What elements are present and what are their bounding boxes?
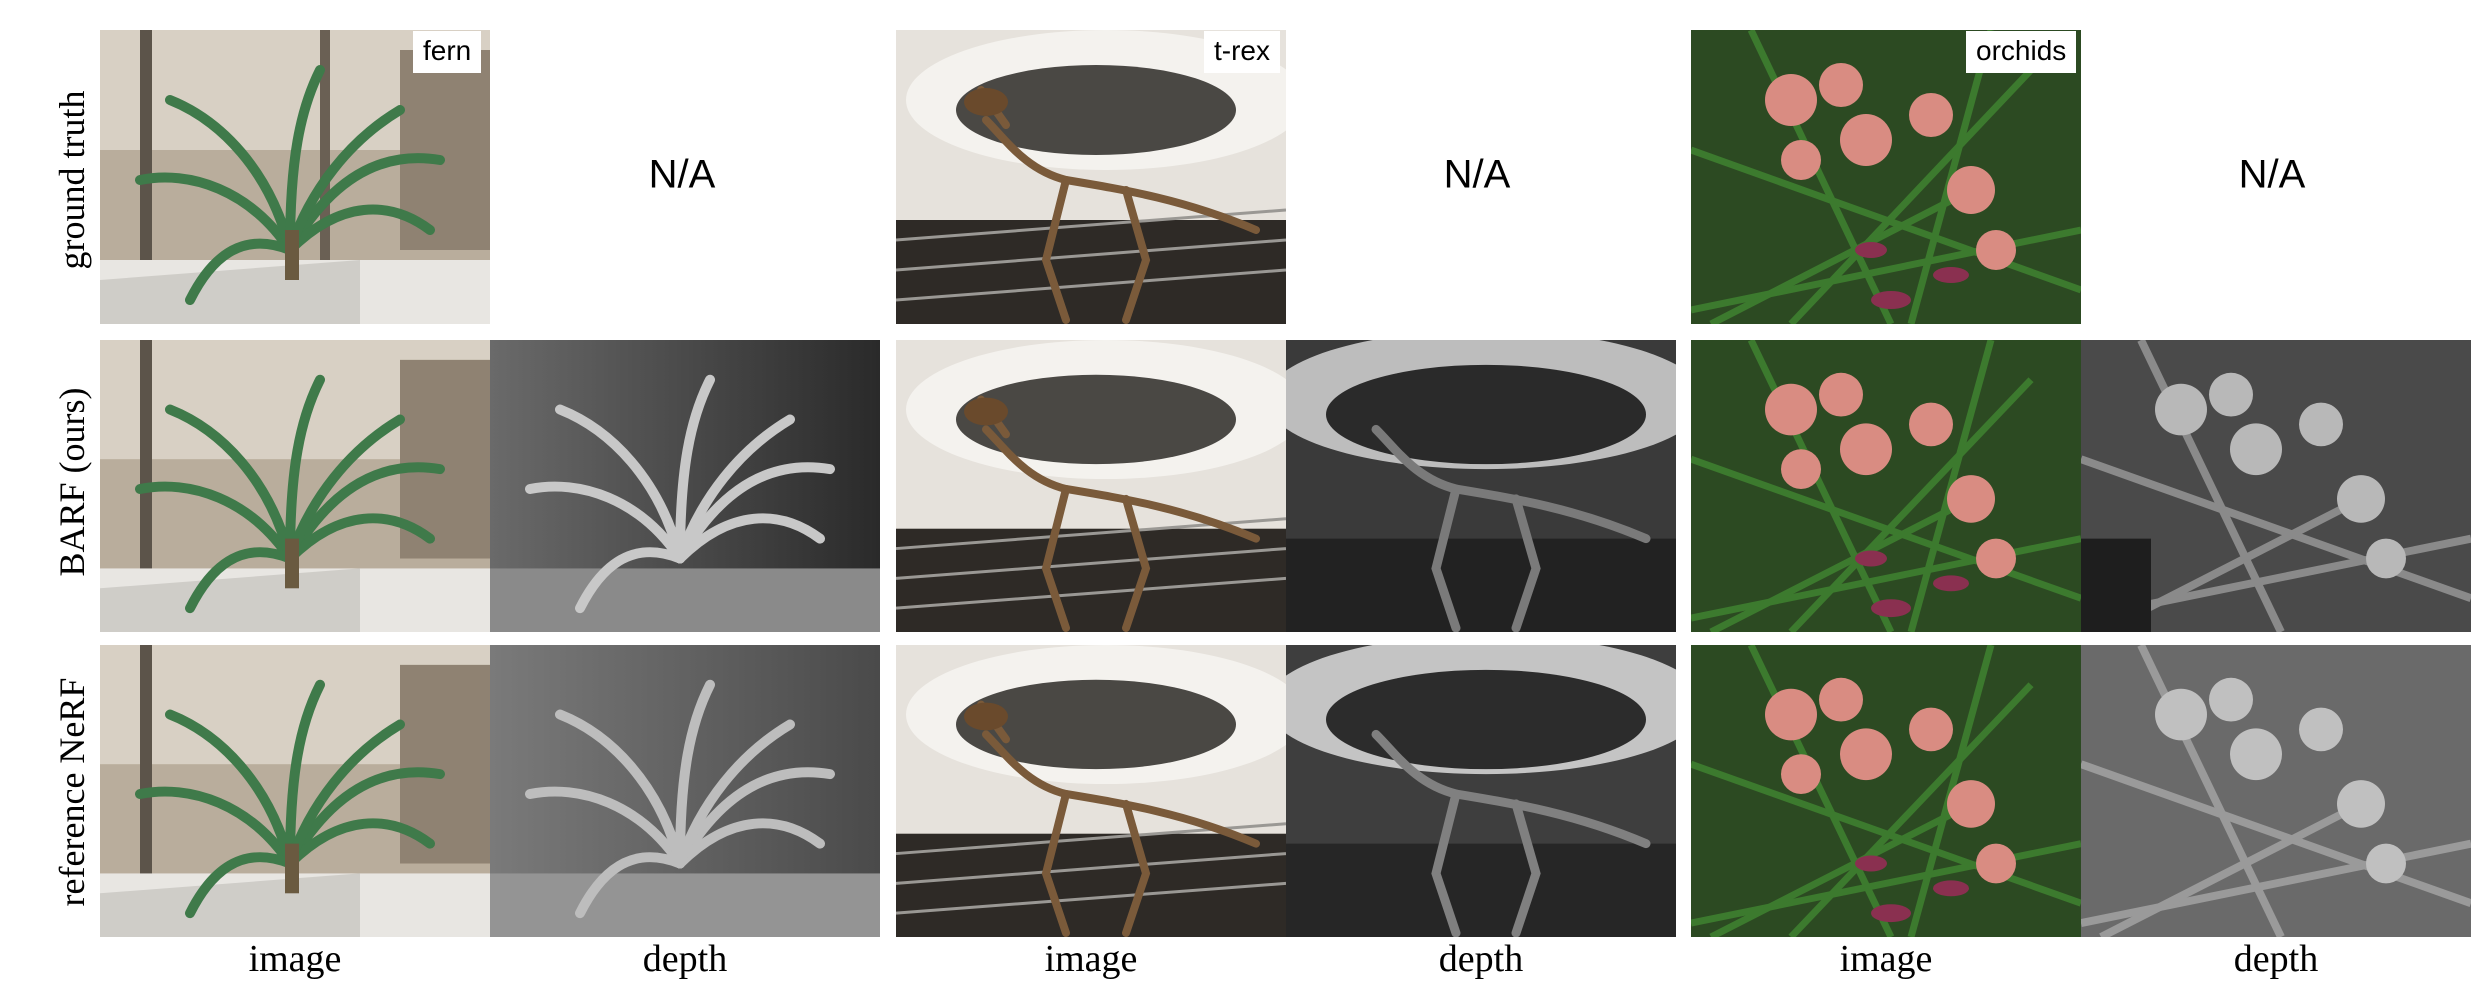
column-label-orchids-depth: depth xyxy=(2233,938,2319,980)
fern-barf-depth xyxy=(490,340,880,632)
column-label-fern-depth: depth xyxy=(642,938,728,980)
trex-nerf-image xyxy=(896,645,1286,937)
orchids-depth-na: N/A xyxy=(2238,152,2306,197)
row-label-ground-truth: ground truth xyxy=(52,90,92,270)
fern-ground-truth-image xyxy=(100,30,490,324)
fern-nerf-image xyxy=(100,645,490,937)
orchids-barf-depth xyxy=(2081,340,2471,632)
column-label-orchids-image: image xyxy=(1839,938,1933,980)
orchids-nerf-image xyxy=(1691,645,2081,937)
trex-nerf-depth xyxy=(1286,645,1676,937)
fern-depth-na: N/A xyxy=(648,152,716,197)
trex-barf-image xyxy=(896,340,1286,632)
scene-label-fern: fern xyxy=(413,31,482,73)
row-label-barf: BARF (ours) xyxy=(52,387,92,577)
orchids-nerf-depth xyxy=(2081,645,2471,937)
scene-label-orchids: orchids xyxy=(1966,31,2077,73)
row-label-reference-nerf: reference NeRF xyxy=(52,677,92,907)
orchids-ground-truth-image xyxy=(1691,30,2081,324)
scene-label-trex: t-rex xyxy=(1204,31,1280,73)
column-label-trex-depth: depth xyxy=(1438,938,1524,980)
trex-ground-truth-image xyxy=(896,30,1286,324)
orchids-barf-image xyxy=(1691,340,2081,632)
trex-depth-na: N/A xyxy=(1443,152,1511,197)
column-label-trex-image: image xyxy=(1044,938,1138,980)
column-label-fern-image: image xyxy=(248,938,342,980)
fern-nerf-depth xyxy=(490,645,880,937)
trex-barf-depth xyxy=(1286,340,1676,632)
fern-barf-image xyxy=(100,340,490,632)
